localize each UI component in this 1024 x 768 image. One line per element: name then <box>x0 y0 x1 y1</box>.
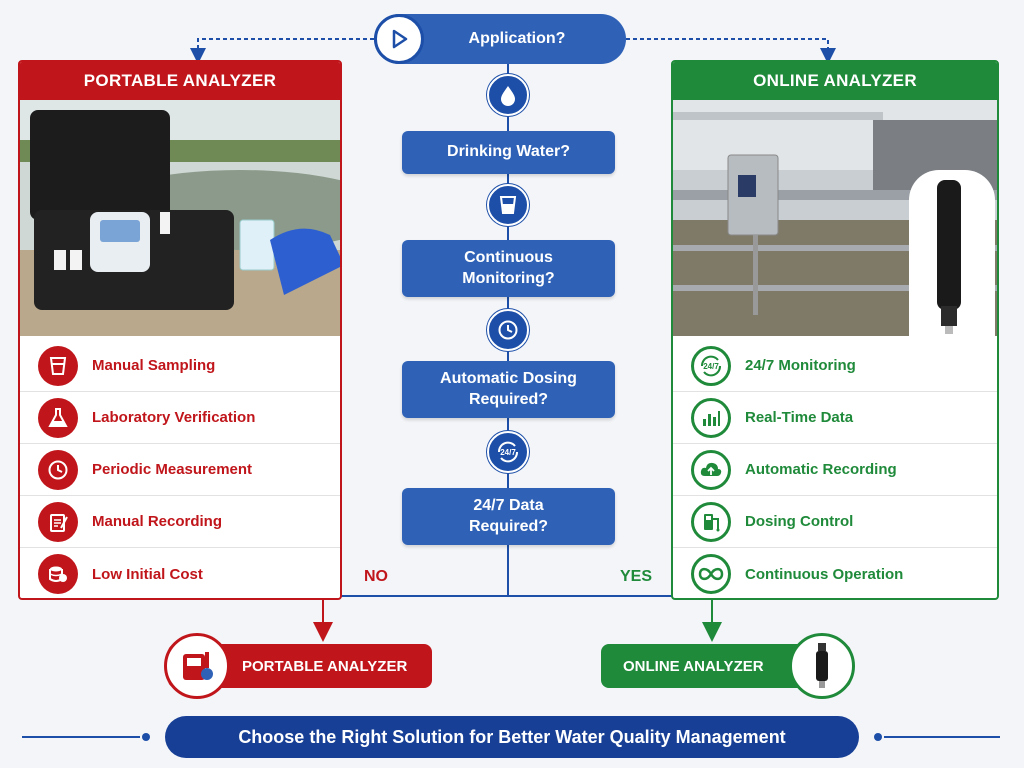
portable-result-label: PORTABLE ANALYZER <box>242 657 408 675</box>
water-drop-icon <box>487 74 529 116</box>
online-analyzer-panel: ONLINE ANALYZER 24/7 24/7 Monitoring <box>671 60 999 600</box>
feature-label: Automatic Recording <box>745 461 897 478</box>
online-analyzer-photo <box>673 100 997 336</box>
online-analyzer-result: ONLINE ANALYZER <box>601 633 855 699</box>
feature-manual-sampling: Manual Sampling <box>20 340 340 392</box>
feature-label: Periodic Measurement <box>92 461 253 478</box>
yes-label: YES <box>620 568 653 585</box>
feature-label: Laboratory Verification <box>92 409 256 426</box>
24-7-icon: 24/7 <box>691 345 731 386</box>
dosing-pump-icon <box>691 501 731 542</box>
glass-icon <box>487 184 529 226</box>
step-drinking-water: Drinking Water? <box>402 131 615 174</box>
application-question: Application? <box>374 14 626 64</box>
feature-manual-recording: Manual Recording <box>20 496 340 548</box>
portable-analyzer-panel: PORTABLE ANALYZER Manual Sampling <box>18 60 342 600</box>
application-label: Application? <box>468 30 566 47</box>
feature-label: Continuous Operation <box>745 565 904 583</box>
svg-text:24/7: 24/7 <box>703 362 719 371</box>
feature-periodic-measurement: Periodic Measurement <box>20 444 340 496</box>
play-icon <box>374 14 424 64</box>
portable-analyzer-photo <box>20 100 340 336</box>
infinity-icon <box>691 554 731 594</box>
step-automatic-dosing: Automatic Dosing Required? <box>402 361 615 418</box>
bar-chart-icon <box>691 397 731 438</box>
portable-analyzer-result: PORTABLE ANALYZER <box>164 633 432 699</box>
coins-icon <box>38 554 78 594</box>
cup-icon <box>38 345 78 386</box>
footer-banner: Choose the Right Solution for Better Wat… <box>165 716 859 758</box>
online-features: 24/7 24/7 Monitoring Real-Time Data Auto… <box>673 340 997 598</box>
feature-label: Dosing Control <box>745 513 854 530</box>
portable-features: Manual Sampling Laboratory Verification … <box>20 340 340 598</box>
feature-label: Manual Sampling <box>92 357 216 374</box>
no-label: NO <box>364 568 388 585</box>
step-continuous-monitoring: Continuous Monitoring? <box>402 240 615 297</box>
feature-real-time-data: Real-Time Data <box>673 392 997 444</box>
step-label: Automatic Dosing Required? <box>440 369 577 408</box>
feature-continuous-operation: Continuous Operation <box>673 548 997 598</box>
feature-247-monitoring: 24/7 24/7 Monitoring <box>673 340 997 392</box>
flask-icon <box>38 397 78 438</box>
sensor-probe-icon <box>789 633 855 699</box>
feature-lab-verification: Laboratory Verification <box>20 392 340 444</box>
feature-low-initial-cost: Low Initial Cost <box>20 548 340 598</box>
step-label: Continuous Monitoring? <box>462 248 555 287</box>
portable-kit-icon <box>164 633 230 699</box>
online-panel-title: ONLINE ANALYZER <box>673 62 997 100</box>
portable-panel-title: PORTABLE ANALYZER <box>20 62 340 100</box>
feature-dosing-control: Dosing Control <box>673 496 997 548</box>
online-result-label: ONLINE ANALYZER <box>623 657 764 675</box>
feature-label: Low Initial Cost <box>92 565 203 583</box>
24-7-icon: 24/7 <box>487 431 529 473</box>
cloud-upload-icon <box>691 449 731 490</box>
feature-label: 24/7 Monitoring <box>745 357 856 374</box>
clipboard-icon <box>38 501 78 542</box>
feature-label: Real-Time Data <box>745 409 854 426</box>
step-label: 24/7 Data Required? <box>468 496 549 535</box>
clock-icon <box>38 449 78 490</box>
svg-text:24/7: 24/7 <box>500 448 516 457</box>
step-247-data: 24/7 Data Required? <box>402 488 615 545</box>
clock-icon <box>487 309 529 351</box>
feature-label: Manual Recording <box>92 513 223 530</box>
feature-automatic-recording: Automatic Recording <box>673 444 997 496</box>
